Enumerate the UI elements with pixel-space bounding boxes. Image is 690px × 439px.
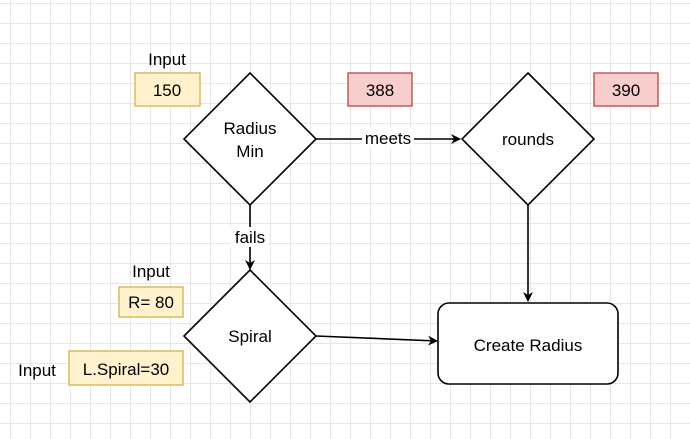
- input-value-r80: R= 80: [128, 293, 174, 312]
- decision-rounds[interactable]: rounds: [460, 71, 596, 207]
- decision-spiral[interactable]: Spiral: [182, 268, 318, 404]
- value-390: 390: [612, 81, 640, 100]
- edge-label-bg: [230, 227, 270, 247]
- decision-rounds-label: rounds: [502, 130, 554, 149]
- edge-radius-min-to-rounds[interactable]: meets: [316, 128, 461, 148]
- edge-label-meets: meets: [365, 129, 411, 148]
- process-create-radius[interactable]: Create Radius: [437, 302, 619, 385]
- input-note-lspiral[interactable]: Input L.Spiral=30: [18, 350, 184, 386]
- edge-label-bg: [362, 128, 414, 148]
- input-caption: Input: [148, 50, 186, 69]
- edge-spiral-to-create-radius[interactable]: [315, 335, 438, 346]
- decision-radius-min-line1: Radius: [224, 119, 277, 138]
- edge-radius-min-to-spiral[interactable]: fails: [230, 205, 270, 270]
- input-value-lspiral: L.Spiral=30: [83, 360, 169, 379]
- edge-label-fails: fails: [235, 228, 265, 247]
- value-note-388[interactable]: 388: [347, 72, 413, 107]
- process-create-radius-label: Create Radius: [474, 336, 583, 355]
- input-caption: Input: [18, 361, 56, 380]
- input-value-150: 150: [153, 81, 181, 100]
- input-note-r80[interactable]: Input R= 80: [118, 262, 184, 318]
- input-note-150[interactable]: Input 150: [134, 50, 201, 107]
- value-388: 388: [366, 81, 394, 100]
- input-caption: Input: [132, 262, 170, 281]
- decision-spiral-label: Spiral: [228, 327, 271, 346]
- value-note-390[interactable]: 390: [593, 72, 659, 107]
- decision-radius-min-line2: Min: [236, 142, 263, 161]
- decision-radius-min[interactable]: Radius Min: [182, 71, 318, 207]
